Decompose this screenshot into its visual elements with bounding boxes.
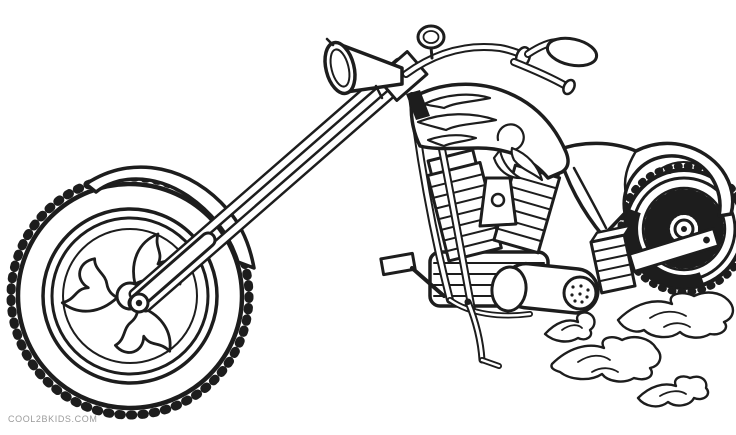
flame-1 <box>543 311 596 343</box>
headlight-lens <box>323 40 357 96</box>
kickstand <box>464 298 502 369</box>
muffler-end-cap <box>562 275 598 311</box>
front-rim <box>50 216 210 376</box>
flame-3 <box>616 291 735 339</box>
exhaust-fin-box <box>589 224 637 295</box>
handlebar <box>402 36 599 96</box>
tank-flame-decals <box>416 93 544 182</box>
fuel-tank <box>406 82 570 182</box>
watermark-text: COOL2BKIDS.COM <box>8 414 97 424</box>
neck-shade <box>406 90 430 120</box>
carburetor <box>478 176 518 228</box>
tank-swirl-decal <box>496 123 525 152</box>
rear-rim <box>641 186 727 272</box>
muffler <box>490 261 600 315</box>
fork <box>127 50 429 314</box>
flame-4 <box>636 375 710 408</box>
fender-flame-decal <box>661 161 703 174</box>
headlight <box>323 37 404 100</box>
seat-crease <box>623 149 638 196</box>
seat-and-rear-fender <box>556 141 735 238</box>
swingarm <box>627 227 721 273</box>
mirror-head <box>416 24 446 50</box>
front-rim-inner <box>62 228 198 364</box>
front-tire-inner <box>41 207 219 385</box>
muffler-front-cap <box>490 265 528 313</box>
side-panel-line <box>572 166 608 230</box>
flame-2 <box>550 336 662 383</box>
handlebar-grip <box>545 36 599 68</box>
mirror <box>416 24 446 60</box>
foot-peg <box>379 251 446 298</box>
ground-flames <box>543 291 735 408</box>
